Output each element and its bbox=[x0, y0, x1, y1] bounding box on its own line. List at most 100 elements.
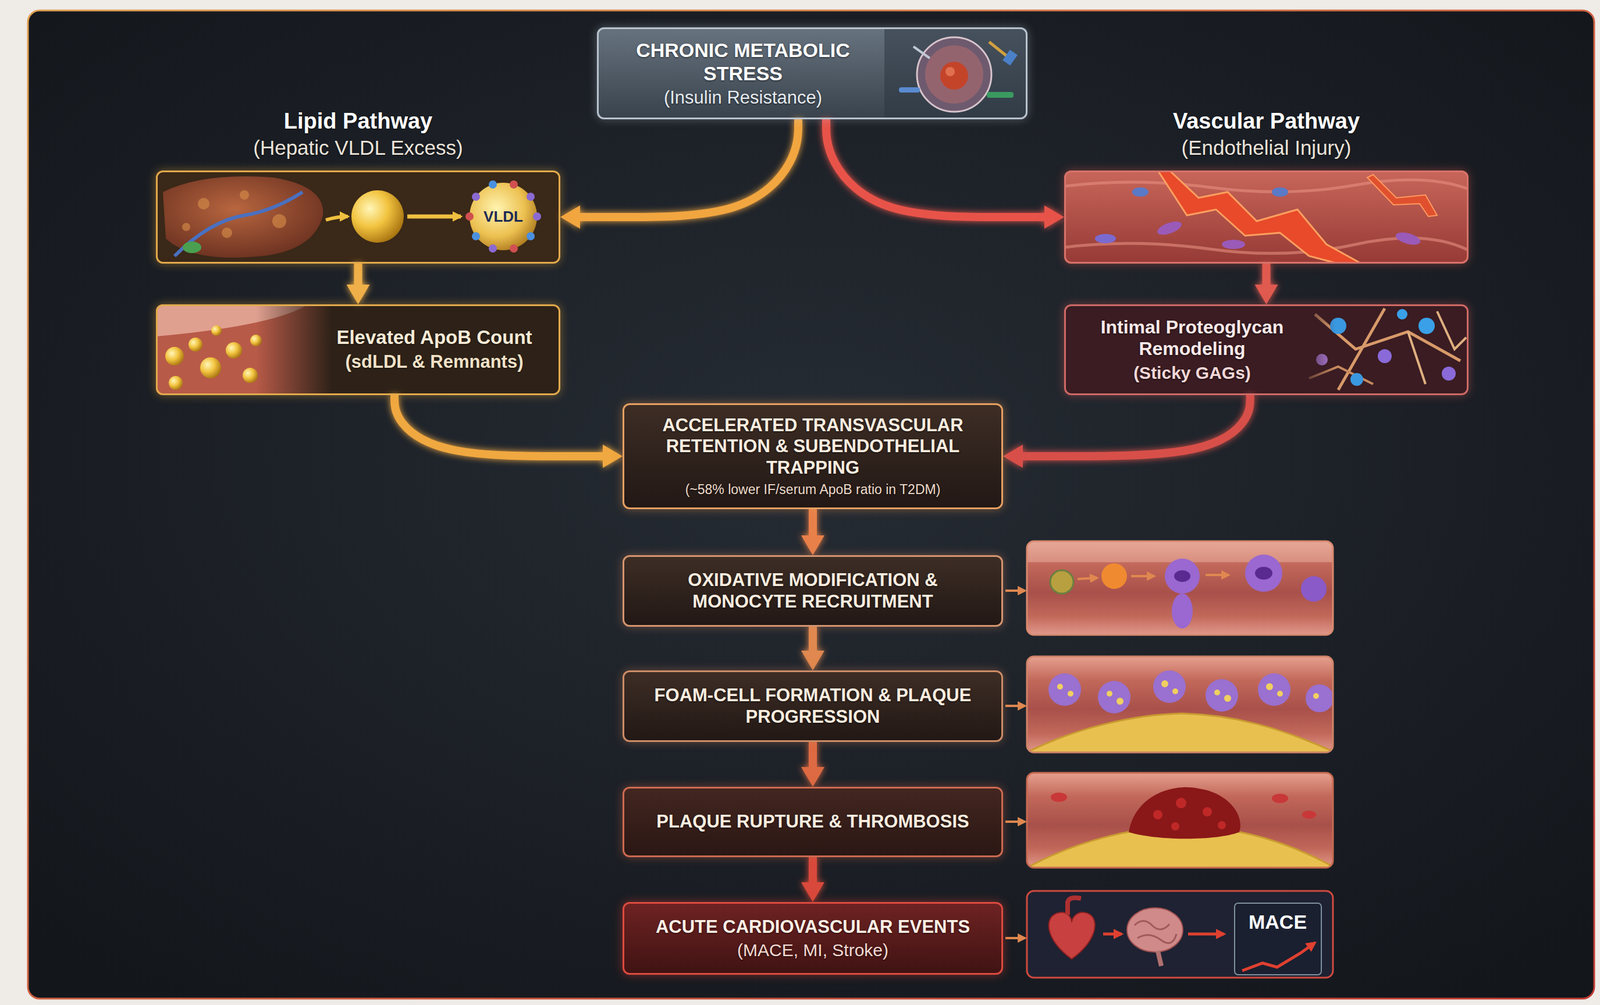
node-subtext: (Insulin Resistance) bbox=[612, 87, 874, 109]
proteoglycan-illustration bbox=[1064, 304, 1469, 396]
text-group: FOAM-CELL FORMATION & PLAQUE PROGRESSION bbox=[634, 684, 991, 728]
event-illustration bbox=[1234, 902, 1322, 975]
text-group: ACCELERATED TRANSVASCULAR RETENTION & SU… bbox=[634, 414, 991, 499]
liver-vldl-illustration bbox=[155, 170, 561, 264]
thrombus-illustration bbox=[1171, 822, 1180, 831]
pointer-arrow bbox=[1005, 590, 1026, 938]
flow-arrow bbox=[808, 741, 817, 768]
foam-cell-illustration bbox=[1116, 697, 1124, 705]
monocyte-illustration bbox=[1245, 554, 1283, 592]
liver-vldl-illustration bbox=[509, 180, 518, 189]
node-heading: FOAM-CELL FORMATION & PLAQUE PROGRESSION bbox=[634, 684, 991, 728]
proteoglycan-illustration bbox=[1437, 311, 1467, 350]
cell-illustration bbox=[898, 87, 920, 93]
text-group: ACUTE CARDIOVASCULAR EVENTS(MACE, MI, St… bbox=[634, 916, 991, 961]
foam-cell-illustration bbox=[1257, 673, 1291, 706]
monocyte-illustration bbox=[1171, 593, 1193, 629]
event-illustration bbox=[1026, 890, 1333, 978]
image-frame bbox=[1026, 656, 1333, 753]
monocyte-illustration bbox=[1026, 541, 1333, 635]
apob-vessel-illustration bbox=[242, 367, 258, 383]
endothelium-illustration bbox=[1132, 187, 1149, 197]
liver-vldl-illustration bbox=[351, 190, 404, 243]
text-group: Vascular Pathway(Endothelial Injury) bbox=[1065, 108, 1467, 160]
liver-vldl-illustration bbox=[197, 197, 210, 210]
endothelium-illustration bbox=[1157, 170, 1362, 264]
process-box: Vascular Pathway(Endothelial Injury) bbox=[1064, 170, 1469, 264]
monocyte-illustration bbox=[1254, 566, 1273, 580]
node-heading: Vascular Pathway bbox=[1065, 108, 1467, 135]
text-group: CHRONIC METABOLIC STRESS(Insulin Resista… bbox=[612, 38, 874, 109]
flow-arrow bbox=[354, 263, 363, 286]
apob-vessel-illustration bbox=[211, 325, 222, 336]
foam-cell-illustration bbox=[1305, 684, 1333, 713]
process-box: FOAM-CELL FORMATION & PLAQUE PROGRESSION bbox=[622, 670, 1004, 742]
liver-vldl-illustration bbox=[488, 180, 497, 189]
node-heading: Intimal Proteoglycan Remodeling bbox=[1077, 316, 1307, 361]
image-label: VLDL bbox=[483, 208, 524, 226]
apob-vessel-illustration bbox=[165, 346, 184, 366]
process-box: CHRONIC METABOLIC STRESS(Insulin Resista… bbox=[596, 27, 1028, 120]
connector-group bbox=[358, 119, 1267, 884]
event-illustration bbox=[1188, 932, 1225, 936]
thrombus-illustration bbox=[1217, 820, 1226, 830]
thrombus-illustration bbox=[1026, 772, 1333, 868]
flow-arrow bbox=[1262, 263, 1271, 286]
thrombus-illustration bbox=[1202, 806, 1212, 817]
node-heading: ACCELERATED TRANSVASCULAR RETENTION & SU… bbox=[634, 414, 991, 479]
liver-vldl-illustration bbox=[526, 232, 535, 241]
apob-vessel-illustration bbox=[200, 357, 222, 379]
liver-vldl-illustration bbox=[272, 214, 287, 229]
monocyte-illustration bbox=[1101, 563, 1127, 589]
flow-arrow bbox=[808, 509, 817, 537]
image-frame bbox=[1026, 890, 1333, 978]
liver-vldl-illustration bbox=[239, 190, 250, 200]
pointer-arrow bbox=[1005, 936, 1026, 940]
event-illustration bbox=[1103, 932, 1122, 936]
flow-arrow bbox=[1021, 395, 1251, 457]
text-group: OXIDATIVE MODIFICATION & MONOCYTE RECRUI… bbox=[634, 569, 991, 613]
cell-illustration bbox=[945, 66, 955, 77]
process-box: Elevated ApoB Count(sdLDL & Remnants) bbox=[155, 304, 561, 396]
foam-cell-illustration bbox=[1205, 678, 1239, 712]
flow-arrow bbox=[808, 626, 817, 652]
node-subtext: (Hepatic VLDL Excess) bbox=[157, 135, 559, 160]
proteoglycan-illustration bbox=[1294, 304, 1336, 396]
text-group: Elevated ApoB Count(sdLDL & Remnants) bbox=[320, 326, 549, 373]
foam-cell-illustration bbox=[1067, 690, 1074, 697]
foam-cell-illustration bbox=[1153, 670, 1186, 703]
liver-vldl-illustration bbox=[325, 216, 348, 220]
endothelium-illustration bbox=[1221, 239, 1246, 250]
foam-cell-illustration bbox=[1172, 688, 1179, 695]
text-group: PLAQUE RUPTURE & THROMBOSIS bbox=[634, 811, 991, 833]
monocyte-illustration bbox=[1131, 574, 1155, 578]
foam-cell-illustration bbox=[1097, 680, 1131, 714]
event-illustration bbox=[1157, 950, 1162, 966]
foam-cell-illustration bbox=[1313, 692, 1319, 699]
event-illustration bbox=[1134, 921, 1177, 944]
liver-vldl-illustration bbox=[469, 182, 538, 251]
liver-vldl-illustration bbox=[155, 170, 561, 264]
monocyte-illustration bbox=[1300, 576, 1327, 602]
foam-cell-illustration bbox=[1214, 689, 1221, 696]
endothelium-illustration bbox=[1064, 179, 1469, 192]
image-frame bbox=[1026, 772, 1333, 868]
background-panel bbox=[27, 10, 1595, 999]
text-group: Lipid Pathway(Hepatic VLDL Excess) bbox=[157, 108, 559, 160]
text-group: Intimal Proteoglycan Remodeling(Sticky G… bbox=[1077, 316, 1307, 384]
apob-vessel-illustration bbox=[225, 342, 243, 359]
foam-cell-illustration bbox=[1224, 694, 1232, 702]
liver-vldl-illustration bbox=[221, 227, 233, 238]
proteoglycan-illustration bbox=[1064, 304, 1469, 396]
foam-cell-illustration bbox=[1266, 683, 1274, 691]
apob-vessel-illustration bbox=[155, 304, 561, 396]
foam-cell-illustration bbox=[1277, 690, 1283, 697]
flow-arrow bbox=[394, 395, 604, 457]
thrombus-illustration bbox=[1128, 787, 1241, 839]
cell-illustration bbox=[596, 27, 1028, 120]
node-subtext: (MACE, MI, Stroke) bbox=[634, 939, 991, 960]
node-heading: CHRONIC METABOLIC STRESS bbox=[612, 38, 874, 85]
thrombus-illustration bbox=[1175, 797, 1187, 809]
node-subtext: (sdLDL & Remnants) bbox=[320, 351, 549, 373]
